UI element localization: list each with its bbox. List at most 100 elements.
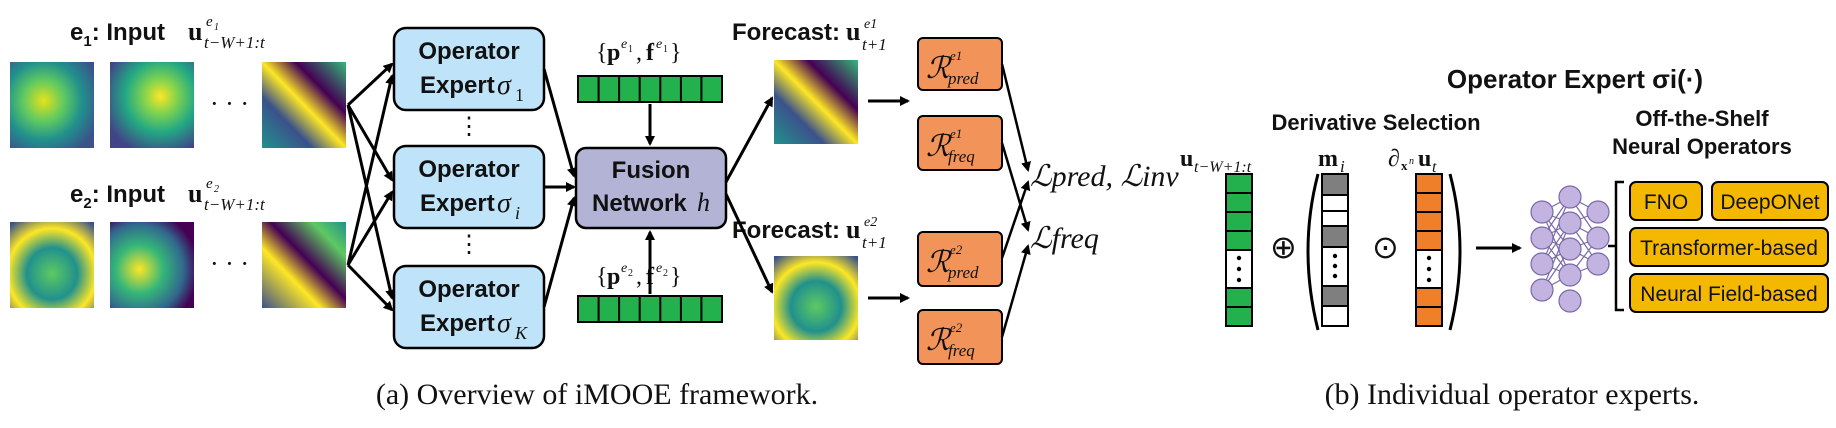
svg-text:f: f (646, 40, 655, 66)
svg-text:t−W+1:t: t−W+1:t (1194, 159, 1252, 176)
loss-total-freq: ℒfreq (1030, 222, 1099, 255)
svg-text:Operator: Operator (418, 276, 519, 303)
svg-text:e1: e1 (950, 126, 962, 141)
svg-text:i: i (1340, 157, 1345, 176)
expert-to-fusion-arrows (542, 68, 577, 308)
op-deeponet: DeepONet (1711, 181, 1829, 221)
svg-text:i: i (515, 203, 520, 223)
svg-text:Fusion: Fusion (612, 157, 691, 184)
svg-text:e: e (206, 176, 213, 192)
paren-left (1306, 173, 1320, 331)
svg-text:{: { (596, 40, 608, 66)
svg-text:e2: e2 (950, 320, 963, 335)
svg-text:Network: Network (592, 190, 687, 217)
env2-frame-t (262, 222, 346, 308)
svg-text:t: t (1432, 159, 1437, 176)
svg-text:u: u (1418, 146, 1431, 172)
svg-text:σ: σ (497, 308, 512, 339)
svg-text:n: n (1409, 156, 1414, 167)
svg-text:t−W+1:t: t−W+1:t (204, 33, 266, 52)
svg-text:p: p (607, 40, 620, 66)
svg-text:Neural Field-based: Neural Field-based (1640, 283, 1817, 306)
forecast2-label: Forecast: u t+1 e2 (732, 215, 887, 252)
svg-text:1: 1 (628, 44, 633, 55)
svg-text:e1: e1 (864, 17, 877, 32)
env1-label: e1: Input u t−W+1:t e 1 (70, 14, 266, 52)
svg-text:e2: e2 (950, 242, 963, 257)
neural-network-icon (1530, 185, 1610, 313)
env1-frame-2 (110, 62, 194, 148)
svg-text:Operator: Operator (418, 156, 519, 183)
svg-text:u: u (1180, 146, 1193, 172)
svg-text:e: e (656, 37, 662, 52)
derivative-label: ∂ x n u t (1388, 146, 1437, 176)
svg-text:σ: σ (497, 188, 512, 219)
svg-text:u: u (188, 17, 202, 46)
input-to-expert-arrows (346, 62, 396, 312)
oplus-symbol: ⊕ (1270, 229, 1297, 265)
svg-text:1: 1 (214, 22, 219, 33)
svg-text:t+1: t+1 (862, 233, 887, 252)
svg-text:e2: Input: e2: Input (70, 181, 165, 212)
svg-text:σ: σ (497, 70, 512, 101)
svg-text:1: 1 (515, 85, 524, 105)
expert-k: Operator Expert σ K (392, 264, 546, 350)
off-the-shelf-line2: Neural Operators (1612, 134, 1792, 159)
caption-b: (b) Individual operator experts. (1325, 378, 1700, 411)
svg-text:Expert: Expert (420, 190, 495, 217)
svg-text:∂: ∂ (1388, 146, 1400, 172)
derivative-selection-label: Derivative Selection (1271, 110, 1480, 135)
svg-text:e1: Input: e1: Input (70, 19, 165, 50)
svg-text:,: , (636, 40, 642, 66)
svg-text:ℛ: ℛ (926, 324, 952, 357)
svg-text:2: 2 (663, 268, 668, 279)
loss-freq-e2: ℛ e2 freq (917, 309, 1003, 365)
svg-text:,: , (636, 264, 642, 290)
expert-i: Operator Expert σ i (392, 144, 546, 230)
loss-total-pred-inv: ℒpred, ℒinv (1030, 160, 1179, 193)
svg-text:h: h (697, 188, 710, 217)
pf-env1-vector (577, 75, 723, 103)
op-neural-field: Neural Field-based (1629, 273, 1829, 313)
pf-env2-label: { p e2 , f e2 } (596, 261, 682, 290)
expert-1: Operator Expert σ 1 (392, 26, 546, 112)
env1-frame-1 (10, 62, 94, 148)
op-transformer: Transformer-based (1629, 227, 1829, 267)
env1-frame-t (262, 62, 346, 148)
env2-frame-2 (110, 222, 194, 308)
svg-text:2: 2 (628, 268, 633, 279)
svg-text:u: u (846, 215, 860, 244)
loss-combine-arrows (1000, 63, 1031, 338)
svg-text:pred: pred (947, 263, 979, 282)
svg-text:2: 2 (214, 184, 219, 195)
svg-text:Operator: Operator (418, 38, 519, 65)
svg-text:e2: e2 (864, 215, 877, 230)
svg-text:DeepONet: DeepONet (1720, 191, 1819, 214)
expert-vdots-2: ⋮ (457, 232, 481, 258)
svg-text:e: e (621, 261, 627, 276)
env2-ellipsis: · · · (210, 249, 249, 278)
svg-text:pred: pred (947, 69, 979, 88)
svg-text:x: x (1401, 158, 1408, 173)
svg-text:e: e (206, 14, 213, 30)
svg-text:}: } (670, 40, 682, 66)
svg-text:}: } (670, 264, 682, 290)
loss-pred-e2: ℛ e2 pred (917, 231, 1003, 287)
svg-text:ℛ: ℛ (926, 246, 952, 279)
fusion-to-forecast-arrows (724, 96, 774, 294)
svg-text:Expert: Expert (420, 72, 495, 99)
mask-vector (1321, 173, 1349, 327)
operator-brace (1608, 180, 1624, 312)
svg-text:Transformer-based: Transformer-based (1640, 237, 1818, 260)
svg-text:u: u (846, 17, 860, 46)
svg-text:Forecast:: Forecast: (732, 217, 840, 244)
expert-vdots-1: ⋮ (457, 114, 481, 140)
svg-text:freq: freq (948, 341, 975, 360)
svg-text:e: e (656, 261, 662, 276)
svg-text:{: { (596, 264, 608, 290)
pf-env2-vector (577, 295, 723, 323)
svg-text:freq: freq (948, 147, 975, 166)
env2-frame-1 (10, 222, 94, 308)
derivative-vector (1415, 173, 1443, 327)
